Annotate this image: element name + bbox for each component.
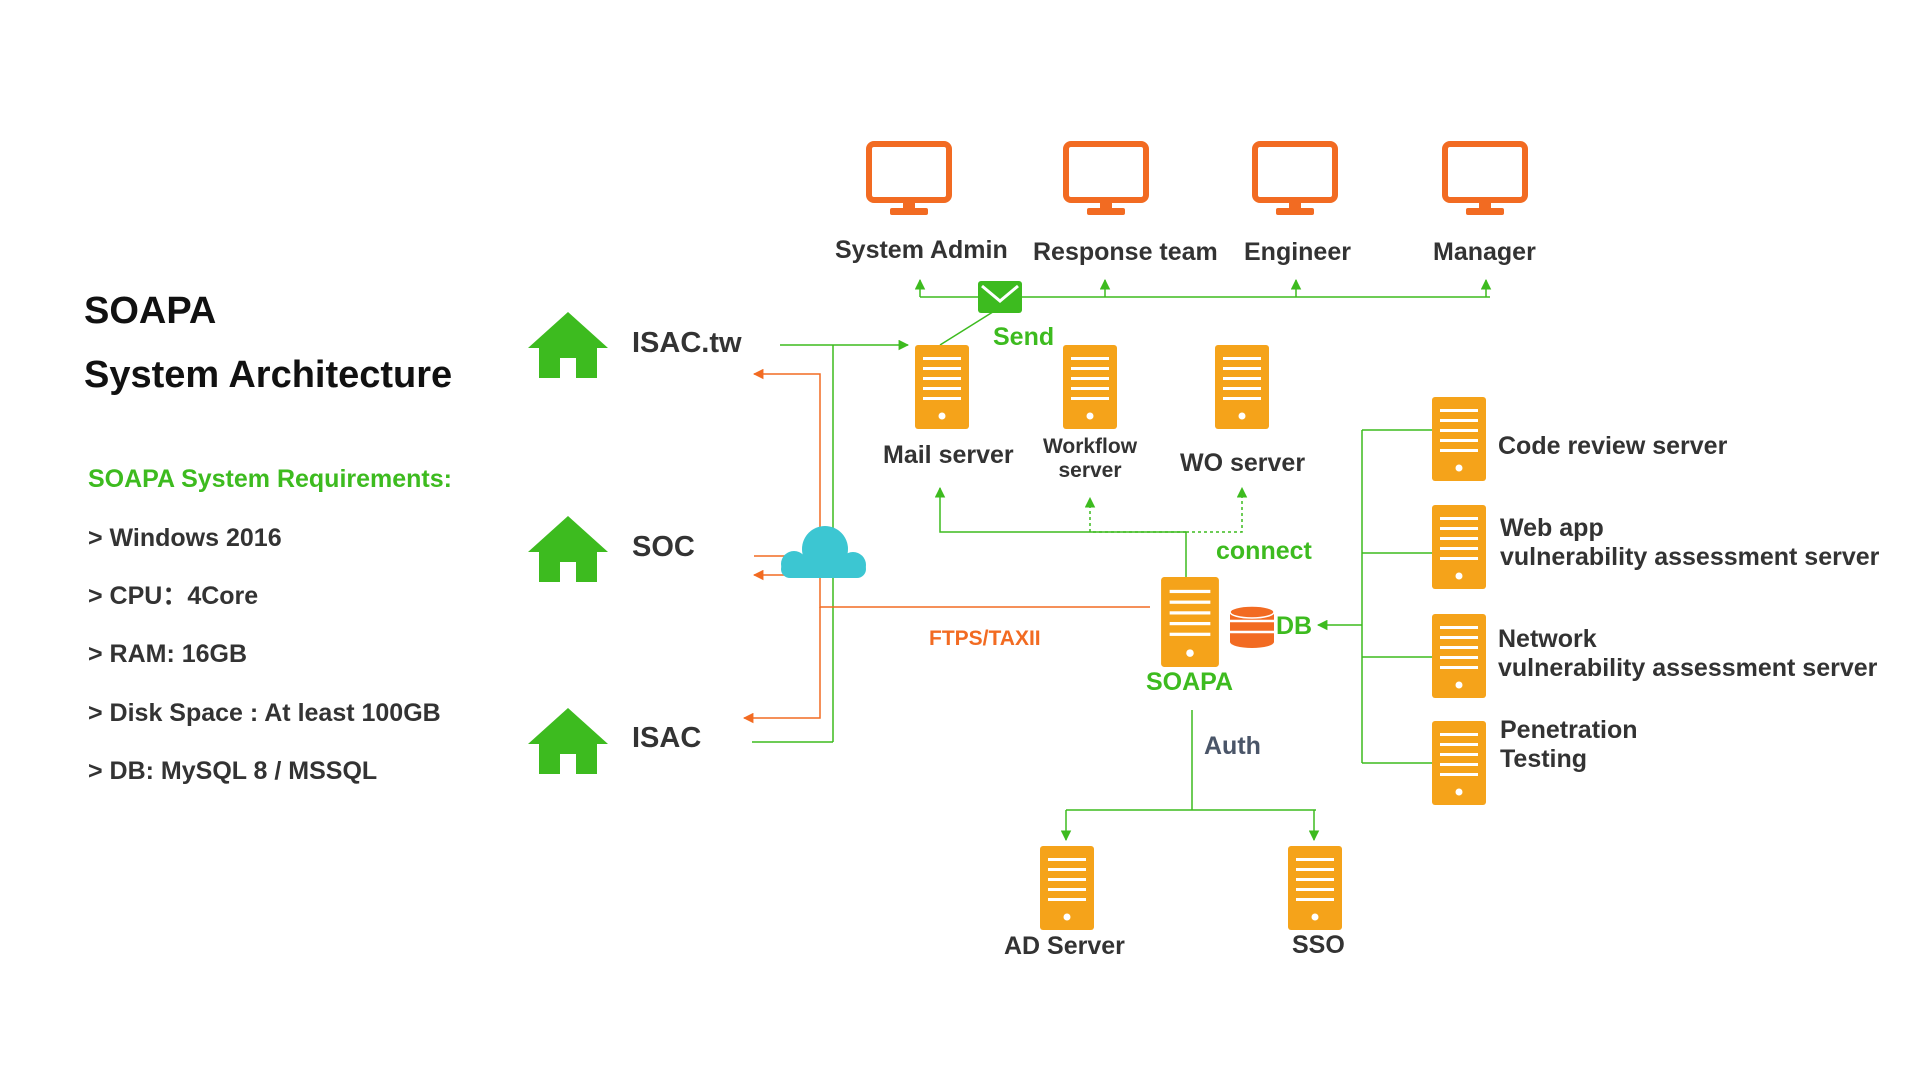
sso-server-label: SSO [1292, 931, 1345, 959]
edge-ftps-taxii-label: FTPS/TAXII [929, 627, 1041, 650]
web-app-server-label-line2: vulnerability assessment server [1500, 542, 1880, 571]
user-engineer-label: Engineer [1244, 238, 1351, 266]
user-system-admin-label: System Admin [835, 236, 1008, 264]
server-icon [1288, 846, 1342, 930]
server-icon [1432, 614, 1486, 698]
user-manager-label: Manager [1433, 238, 1536, 266]
monitor-icon [869, 144, 949, 215]
ad-server-label: AD Server [1004, 932, 1125, 960]
pentest-server-label-line1: Penetration [1500, 716, 1638, 744]
house-icon [528, 516, 608, 582]
requirement-item: > Disk Space : At least 100GB [88, 699, 441, 727]
server-icon [1063, 345, 1117, 429]
monitor-icon [1066, 144, 1146, 215]
server-icon [915, 345, 969, 429]
web-app-server-label-line1: Web app [1500, 514, 1604, 542]
edge-connect-label: connect [1216, 537, 1312, 565]
server-icon [1161, 577, 1219, 667]
ftps-to-isac-tw-line [752, 368, 1150, 608]
network-server-label: Network vulnerability assessment server [1498, 625, 1877, 683]
workflow-server-label-line2: server [1058, 459, 1122, 483]
web-app-server-label: Web app vulnerability assessment server [1500, 514, 1879, 572]
server-icon [1215, 345, 1269, 429]
requirement-item: > DB: MySQL 8 / MSSQL [88, 757, 378, 785]
mail-server-label: Mail server [883, 441, 1014, 469]
connect-to-wo-line [1186, 486, 1248, 533]
requirement-item: > RAM: 16GB [88, 640, 248, 668]
source-isac-label: ISAC [632, 722, 702, 754]
connect-to-mail-line [934, 486, 1186, 533]
edge-auth-label: Auth [1204, 732, 1261, 760]
requirement-item: > CPU：4Core [88, 582, 259, 610]
network-server-label-line2: vulnerability assessment server [1498, 653, 1878, 682]
server-icon [1432, 505, 1486, 589]
connect-to-workflow-line [1084, 496, 1186, 533]
database-icon [1229, 605, 1275, 648]
source-isac-tw-label: ISAC.tw [632, 327, 742, 359]
network-server-label-line1: Network [1498, 625, 1597, 653]
house-icon [528, 708, 608, 774]
db-label: DB [1276, 612, 1313, 640]
wo-server-label: WO server [1180, 449, 1306, 477]
requirement-item: > Windows 2016 [88, 524, 282, 552]
mail-send-line [939, 309, 997, 346]
source-soc-label: SOC [632, 531, 695, 563]
monitor-icon [1255, 144, 1335, 215]
workflow-server-label: Workflow server [1036, 435, 1144, 483]
pentest-server-label: Penetration Testing [1500, 716, 1638, 774]
edge-send-label: Send [993, 323, 1055, 351]
server-icon [1432, 721, 1486, 805]
icons [528, 144, 1525, 930]
monitor-icon [1445, 144, 1525, 215]
diagram-title-line2: System Architecture [84, 354, 453, 396]
server-icon [1432, 397, 1486, 481]
user-response-team-label: Response team [1033, 238, 1218, 266]
pentest-server-label-line2: Testing [1500, 744, 1588, 773]
house-icon [528, 312, 608, 378]
code-review-server-label: Code review server [1498, 432, 1728, 460]
workflow-server-label-line1: Workflow [1042, 435, 1138, 458]
soapa-server-label: SOAPA [1146, 668, 1234, 696]
diagram-title-line1: SOAPA [84, 290, 217, 332]
server-icon [1040, 846, 1094, 930]
ftps-to-isac-line [742, 607, 821, 724]
requirements-heading: SOAPA System Requirements: [88, 465, 452, 493]
cloud-icon [781, 526, 866, 578]
envelope-icon [978, 281, 1022, 313]
